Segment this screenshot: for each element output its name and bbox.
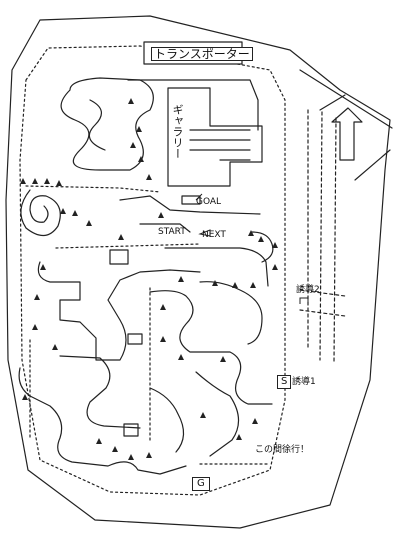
s-marker: S — [277, 375, 292, 389]
start-label: START — [158, 227, 186, 237]
goal-label: GOAL — [196, 197, 222, 207]
slow-zone-note: この間徐行！ — [255, 445, 310, 455]
guide2-label: 誘導2 — [296, 285, 320, 295]
inner-perimeter — [19, 45, 286, 496]
g-marker: G — [192, 477, 210, 491]
guide1-label: 誘導1 — [292, 377, 316, 387]
site-boundary — [5, 15, 391, 529]
gallery-building — [167, 87, 263, 187]
spiral-course — [20, 189, 61, 237]
next-label: NEXT — [202, 230, 226, 240]
direction-arrow — [331, 107, 363, 161]
course-line — [60, 77, 154, 171]
gallery-label: ギャラリー — [171, 104, 184, 159]
guide2-marker — [299, 297, 309, 304]
transporter-label: トランスポーター — [151, 47, 253, 61]
parking-area — [299, 69, 393, 181]
